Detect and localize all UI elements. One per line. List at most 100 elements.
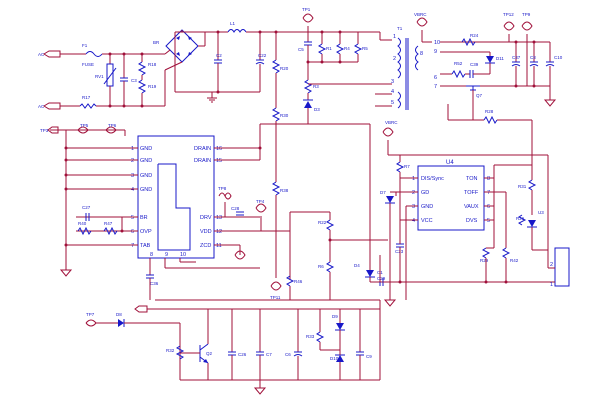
ac1-connector: [43, 50, 61, 58]
rv1-varistor: [106, 63, 114, 87]
u4-ref: U4: [446, 160, 454, 166]
d8-diode: [118, 319, 124, 327]
tp8-label: TP8: [218, 186, 227, 191]
main-pin-5-name: BR: [140, 215, 148, 221]
r5-resistor: [354, 43, 363, 55]
main-pin-9-num: 9: [165, 252, 168, 258]
main-pin-7-name: TAB: [140, 243, 151, 249]
main-pin-3-num: 3: [131, 173, 134, 179]
t1-pin-2: 2: [393, 56, 396, 62]
tp3-label: TP3: [40, 128, 49, 133]
r24-label: R24: [470, 33, 479, 38]
transformer-t1: T1 1 2 3 4 5: [375, 26, 419, 110]
bridge-diamond: [165, 29, 199, 63]
u4-pin-1-num: 1: [412, 176, 415, 182]
u4-left-pins: DIS/Sync 1 GD 2 GND 3 VCC 4: [412, 176, 444, 224]
r7-resistor: [396, 161, 405, 173]
fuse-ref: F1: [82, 43, 88, 48]
main-pin-7-num: 7: [131, 243, 134, 249]
r38-label: R38: [280, 188, 289, 193]
main-pin-8-num: 8: [150, 252, 153, 258]
u4-pin-7-num: 7: [487, 190, 490, 196]
c29-label: C29: [377, 276, 386, 281]
r4-resistor: [336, 43, 345, 55]
c2-label: C2: [216, 53, 222, 58]
main-pin-12-num: 12: [216, 229, 222, 235]
ac2-label: AC: [38, 104, 45, 109]
d11-diode: [486, 56, 494, 63]
r40-resistor: [77, 226, 92, 236]
r31-label: R31: [518, 184, 527, 189]
t1-pin-5: 5: [391, 100, 394, 106]
d9-diode: [336, 323, 344, 330]
tp9-testpoint: [521, 21, 533, 31]
r40-label: R40: [78, 221, 87, 226]
r17-resistor: [79, 103, 97, 109]
main-pin-16-name: DRAIN: [194, 146, 211, 152]
bottom-ground: [253, 387, 267, 395]
secondary-ground: [543, 99, 557, 107]
tp5-label: TP5: [80, 123, 89, 128]
main-pin-3-name: GND: [140, 173, 152, 179]
main-controller-ic: GND 1 GND 2 GND 3 GND 4 BR 5 OVP 6 TAB 7…: [40, 123, 380, 301]
u4-pin-6-num: 6: [487, 204, 490, 210]
tp7-testpoint: [85, 319, 97, 327]
r46-resistor: [286, 275, 295, 287]
r29-resistor: [482, 247, 491, 259]
ac2-connector: [43, 102, 61, 110]
r4-label: R4: [344, 46, 350, 51]
r29-label: R29: [480, 258, 489, 263]
r1-label: R1: [326, 46, 332, 51]
r19-label: R19: [148, 84, 157, 89]
r24-resistor: [461, 37, 476, 47]
r17-label: R17: [82, 95, 91, 100]
q7-label: Q7: [476, 93, 483, 98]
r30-label: R30: [280, 113, 289, 118]
d8-label: D8: [116, 312, 122, 317]
u4-pin-5-num: 5: [487, 218, 490, 224]
main-pin-15-name: DRAIN: [194, 158, 211, 164]
t1-pin-3: 3: [391, 79, 394, 85]
r28-label: R28: [485, 109, 494, 114]
main-pin-11-name: ZCD: [200, 243, 211, 249]
vbrc2-label: VBRC: [385, 120, 398, 125]
d10-diode: [336, 355, 344, 362]
d4-label: D4: [354, 263, 360, 268]
c7-label: C7: [266, 352, 272, 357]
r19-resistor: [137, 79, 147, 94]
r20-resistor: [271, 59, 281, 74]
u4-pin-3-num: 3: [412, 204, 415, 210]
t1-primary-winding: [397, 37, 401, 79]
output-connector: [554, 247, 570, 287]
u4-pin-1-name: DIS/Sync: [421, 176, 444, 182]
l1-inductor: [227, 29, 247, 33]
bottom-section: C36 TP7 D8 R32 Q2 C26: [85, 258, 381, 395]
tp6-testpoint: [105, 126, 117, 134]
r42-label: R42: [510, 258, 519, 263]
u4-pin-7-name: TOFF: [464, 190, 479, 196]
main-pin-10-num: 10: [180, 252, 186, 258]
q2-label: Q2: [206, 351, 213, 356]
connector-pin-2: 2: [550, 262, 553, 268]
tp11-testpoint: [270, 281, 282, 291]
main-pin-11-num: 11: [216, 243, 222, 249]
r22-resistor: [326, 219, 335, 231]
main-ic-left-pins: GND 1 GND 2 GND 3 GND 4 BR 5 OVP 6 TAB 7: [131, 146, 152, 249]
u3-label: U3: [538, 210, 544, 215]
tp6-label: TP6: [108, 123, 117, 128]
bridge-rectifier: BR R18 R19 L1 C2 C22: [137, 21, 305, 108]
c39-label: C39: [470, 62, 479, 67]
u4-pin-8-name: TON: [466, 176, 478, 182]
r26-label: R26: [516, 216, 525, 221]
bridge-label: BR: [153, 40, 160, 45]
tp9-label: TP9: [522, 12, 531, 17]
main-pin-5-num: 5: [131, 215, 134, 221]
main-pin-2-name: GND: [140, 158, 152, 164]
u3-shunt: [528, 220, 536, 227]
u4-ground: [383, 299, 397, 307]
ac1-label: AC: [38, 52, 45, 57]
p-connector: [134, 305, 148, 313]
t1-label: T1: [397, 26, 403, 31]
main-pin-1-num: 1: [131, 146, 134, 152]
